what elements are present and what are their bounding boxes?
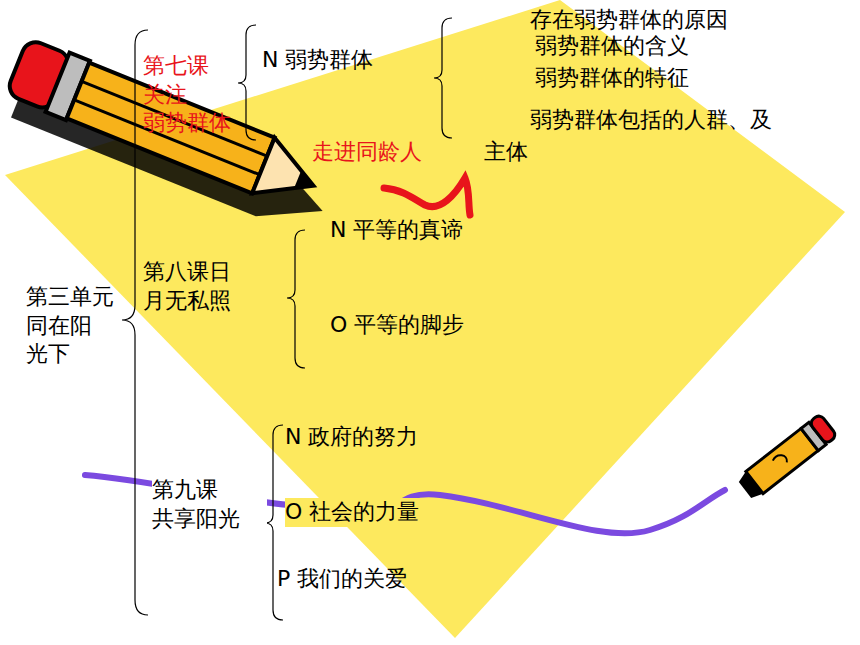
topic-item: 弱势群体包括的人群、及 — [530, 106, 772, 135]
section-item: N 平等的真谛 — [330, 216, 463, 245]
section-item: N 政府的努力 — [285, 423, 418, 452]
section-item: N 弱势群体 — [262, 46, 373, 75]
yellow-kite — [5, 0, 845, 638]
small-pencil — [736, 414, 837, 501]
topic-item: 主体 — [484, 138, 528, 167]
unit-title: 第三单元 同在阳 光下 — [26, 283, 126, 369]
lesson-title: 第八课日 月无私照 — [143, 258, 258, 315]
topic-item: 存在弱势群体的原因 — [530, 6, 728, 35]
red-squiggle — [384, 178, 470, 215]
section-item: O 社会的力量 — [285, 498, 419, 527]
lesson-title: 第九课 共享阳光 — [152, 476, 267, 533]
purple-wave — [85, 475, 725, 533]
lesson-title: 第七课 关注 弱势群体 — [143, 52, 238, 138]
section-item: O 平等的脚步 — [330, 311, 464, 340]
section-item: P 我们的关爱 — [277, 565, 407, 594]
section-item: 走进同龄人 — [312, 138, 422, 167]
topic-item: 弱势群体的含义 — [535, 32, 689, 61]
topic-item: 弱势群体的特征 — [535, 64, 689, 93]
